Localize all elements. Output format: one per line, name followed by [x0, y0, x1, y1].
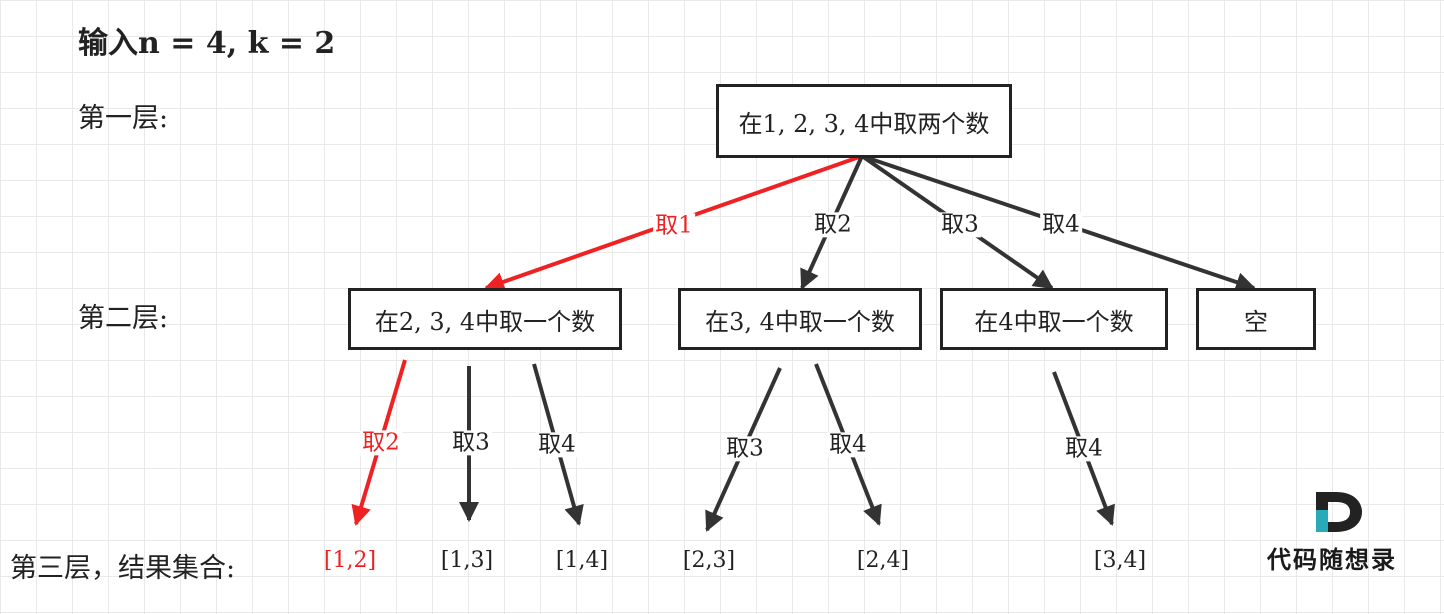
edge-label-n4-take4: 取4: [1063, 435, 1105, 462]
node-n4: 在4中取一个数: [940, 288, 1168, 350]
edge-label-n34-take3: 取3: [724, 435, 766, 462]
node-empty: 空: [1196, 288, 1316, 350]
title: 输入n = 4, k = 2: [78, 26, 336, 61]
edge-label-take4: 取4: [1040, 211, 1082, 238]
edge-label-n34-take4: 取4: [827, 431, 869, 458]
result-3-4: [3,4]: [1093, 548, 1147, 573]
logo-text: 代码随想录: [1267, 546, 1397, 574]
logo: 代码随想录: [1252, 488, 1422, 578]
node-n234: 在2, 3, 4中取一个数: [348, 288, 622, 350]
layer-label-second: 第二层:: [78, 303, 169, 334]
edge-label-n234-take4: 取4: [536, 431, 578, 458]
result-2-3: [2,3]: [682, 548, 736, 573]
edge-label-n234-take3: 取3: [450, 429, 492, 456]
logo-d-icon: [1316, 492, 1362, 532]
result-1-2: [1,2]: [323, 548, 377, 573]
edge-label-take2: 取2: [812, 211, 854, 238]
result-2-4: [2,4]: [856, 548, 910, 573]
result-1-3: [1,3]: [440, 548, 494, 573]
layer-label-first: 第一层:: [78, 103, 169, 134]
edge-label-take3: 取3: [939, 211, 981, 238]
layer-label-third: 第三层，结果集合:: [10, 553, 236, 584]
edge-label-n234-take2: 取2: [360, 429, 402, 456]
node-root: 在1, 2, 3, 4中取两个数: [716, 84, 1012, 158]
node-n34: 在3, 4中取一个数: [678, 288, 922, 350]
edge-label-take1: 取1: [653, 212, 695, 239]
result-1-4: [1,4]: [555, 548, 609, 573]
